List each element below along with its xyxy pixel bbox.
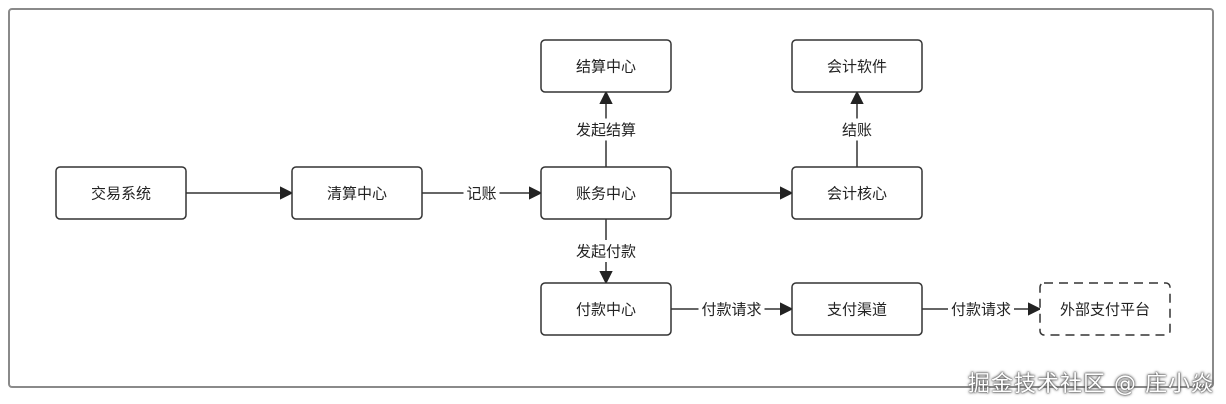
edge-label-background xyxy=(573,118,639,141)
node-clearing: 清算中心 xyxy=(291,166,423,220)
node-box xyxy=(540,39,672,93)
edge-label-background xyxy=(839,118,875,141)
node-acct-software: 会计软件 xyxy=(791,39,923,93)
node-label: 外部支付平台 xyxy=(1060,301,1150,319)
node-box xyxy=(791,39,923,93)
node-label: 会计软件 xyxy=(827,58,887,76)
node-label: 付款中心 xyxy=(576,301,636,319)
node-box xyxy=(791,282,923,336)
node-settlement: 结算中心 xyxy=(540,39,672,93)
node-box xyxy=(291,166,423,220)
node-channel: 支付渠道 xyxy=(791,282,923,336)
edge-label: 付款请求 xyxy=(701,301,761,319)
edge-clearing-to-accounting: 记账 xyxy=(422,182,543,204)
node-box xyxy=(55,166,187,220)
edge-label: 付款请求 xyxy=(951,301,1011,319)
node-external: 外部支付平台 xyxy=(1039,282,1171,336)
node-label: 会计核心 xyxy=(827,185,887,203)
node-trade: 交易系统 xyxy=(55,166,187,220)
edge-label-background xyxy=(463,182,500,204)
edge-payment-to-channel: 付款请求 xyxy=(671,298,794,320)
node-box xyxy=(791,166,923,220)
node-label: 结算中心 xyxy=(576,58,636,76)
edge-accounting-to-payment: 发起付款 xyxy=(573,219,639,285)
node-label: 交易系统 xyxy=(91,185,151,203)
watermark: 掘金技术社区 @ 庄小焱 xyxy=(968,372,1214,397)
edge-label: 记账 xyxy=(466,185,496,203)
edge-label-background xyxy=(573,240,639,262)
edge-channel-to-external: 付款请求 xyxy=(922,298,1042,320)
edge-label: 结账 xyxy=(842,121,872,139)
node-accounting: 账务中心 xyxy=(540,166,672,220)
edge-label-background xyxy=(948,298,1014,320)
diagram-frame xyxy=(8,8,1214,388)
node-payment: 付款中心 xyxy=(540,282,672,336)
node-label: 账务中心 xyxy=(576,185,636,203)
node-box xyxy=(540,166,672,220)
node-acct-core: 会计核心 xyxy=(791,166,923,220)
node-label: 支付渠道 xyxy=(827,301,887,319)
node-box xyxy=(1039,282,1171,336)
node-box xyxy=(540,282,672,336)
node-label: 清算中心 xyxy=(327,185,387,203)
edge-acct-core-to-acct-software: 结账 xyxy=(839,90,875,167)
edge-accounting-to-settlement: 发起结算 xyxy=(573,90,639,167)
edge-label-background xyxy=(698,298,765,320)
edge-label: 发起付款 xyxy=(576,243,636,261)
edge-label: 发起结算 xyxy=(576,121,636,139)
